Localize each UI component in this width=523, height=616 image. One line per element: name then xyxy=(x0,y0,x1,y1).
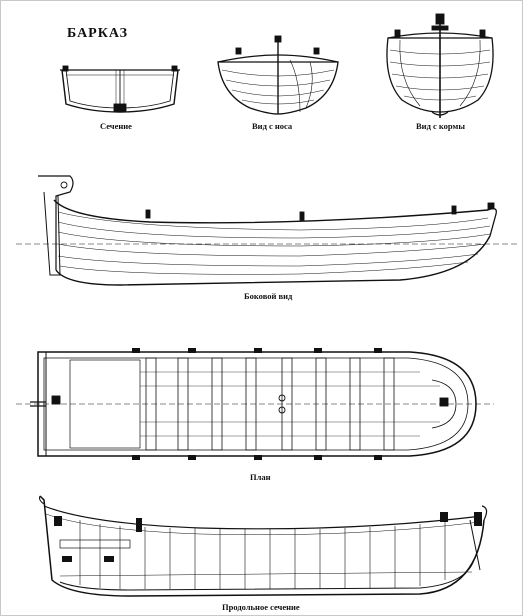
plan-drawing xyxy=(16,348,494,460)
bow-view-drawing xyxy=(217,35,339,115)
caption-stern-view: Вид с кормы xyxy=(416,121,465,131)
cross-section-drawing xyxy=(60,65,180,113)
drawing-title: БАРКАЗ xyxy=(67,26,129,41)
caption-side-view: Боковой вид xyxy=(244,291,293,301)
caption-section: Сечение xyxy=(100,121,132,131)
longitudinal-section-drawing xyxy=(39,495,488,597)
caption-bow-view: Вид с носа xyxy=(252,121,293,131)
caption-plan: План xyxy=(250,472,271,482)
side-view-drawing xyxy=(16,175,520,286)
stern-view-drawing xyxy=(386,13,494,118)
caption-longitudinal-section: Продольное сечение xyxy=(222,602,300,612)
